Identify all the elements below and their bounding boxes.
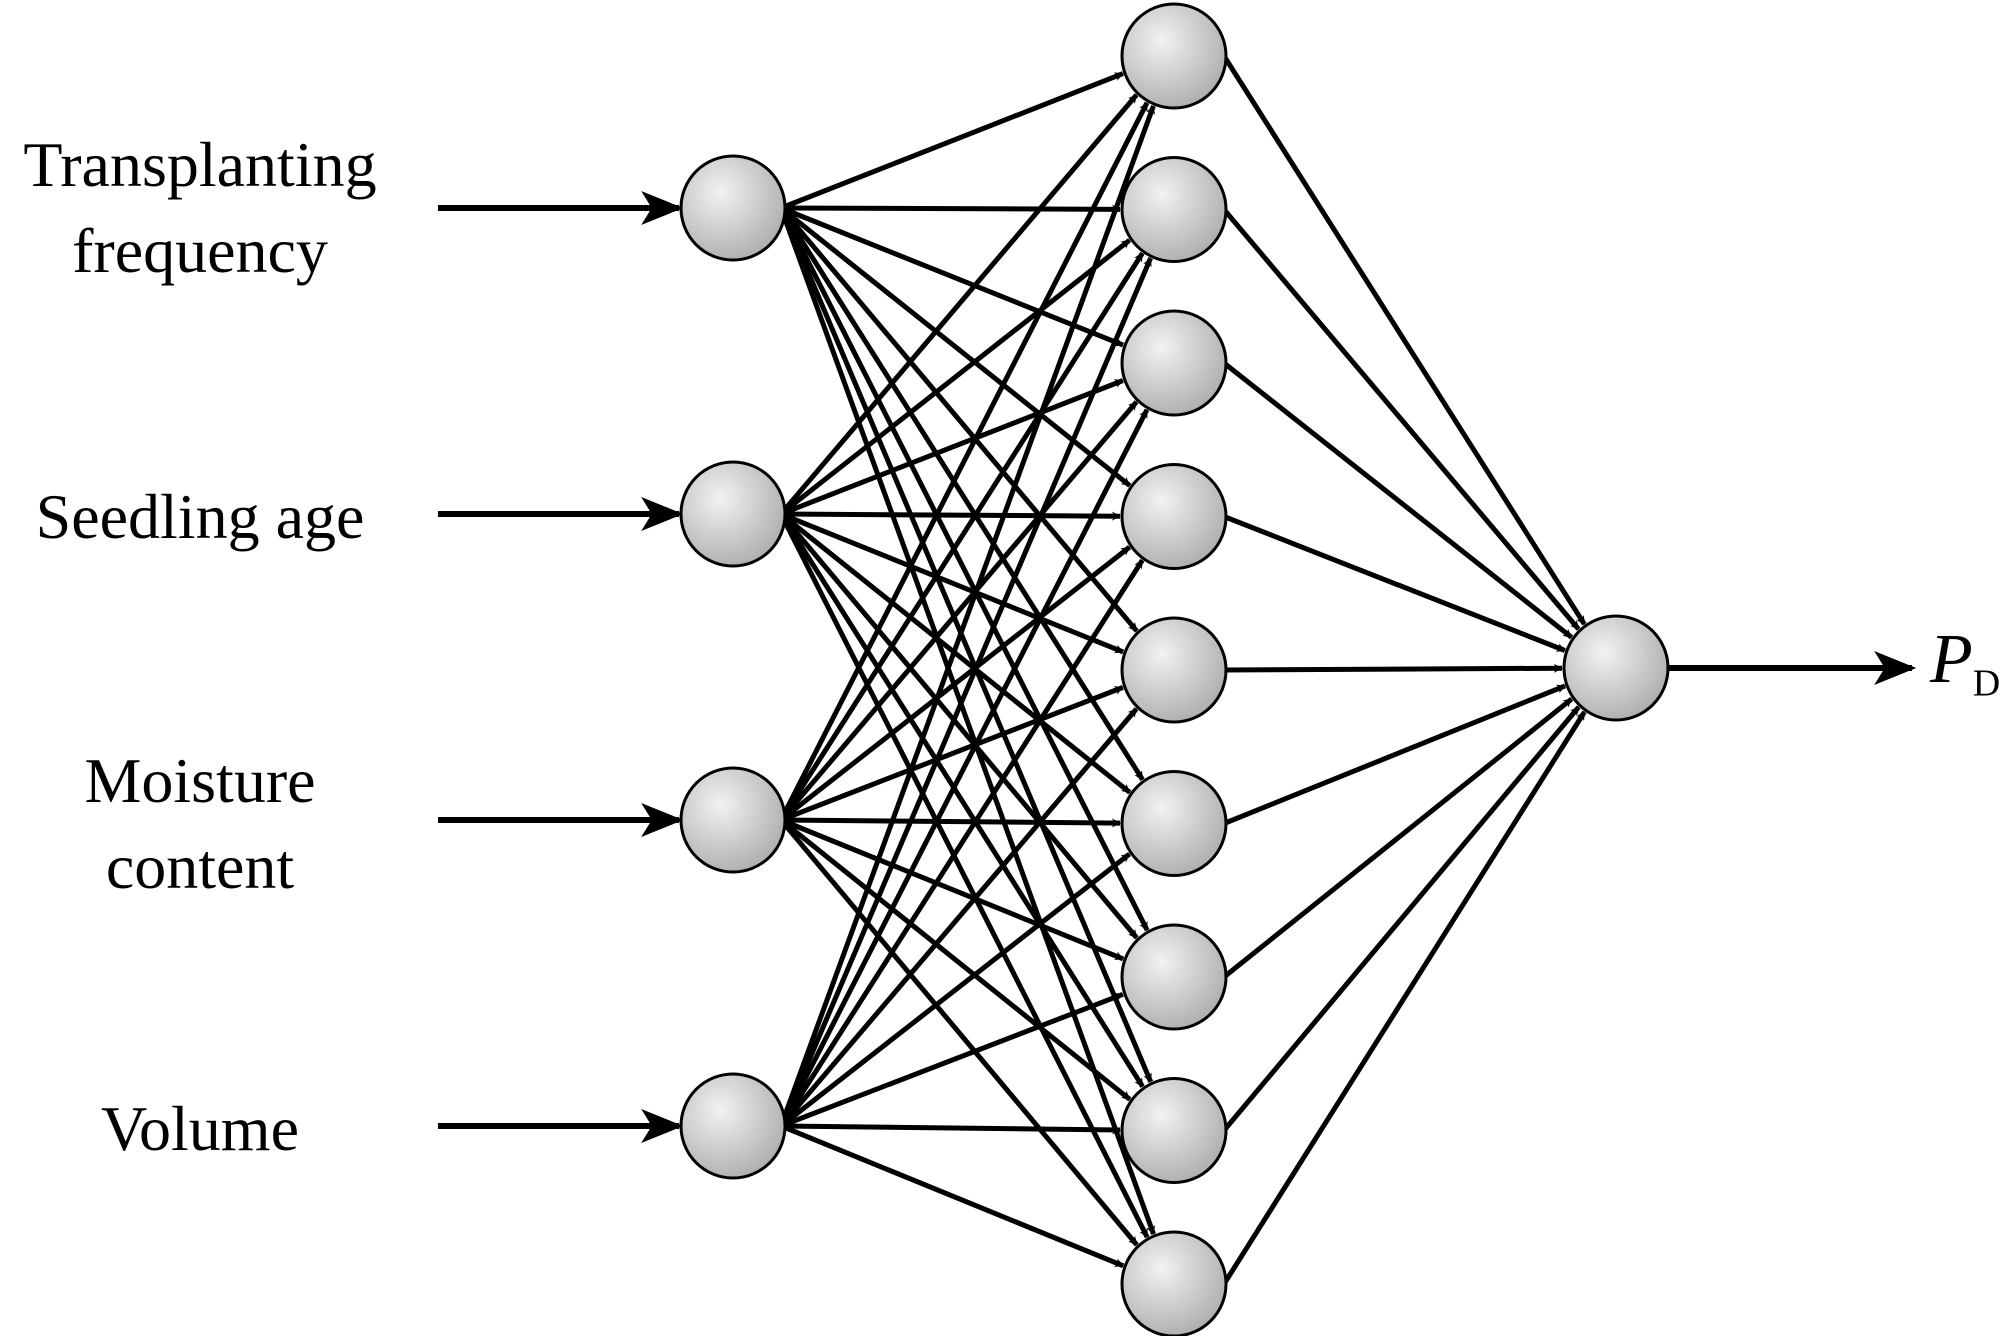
hidden-node-3 [1120, 309, 1228, 417]
edge-in2-hid5 [780, 511, 1125, 655]
edge-in1-hid2 [780, 204, 1121, 214]
hidden-node-4 [1120, 463, 1228, 570]
nodes-layer [679, 2, 1670, 1336]
edge-in2-hid1 [779, 93, 1139, 516]
hidden-node-5 [1120, 616, 1228, 724]
edge-in4-hid6 [779, 852, 1132, 1128]
output-label: PD [1930, 620, 2000, 705]
input-node-1 [679, 154, 787, 262]
input-label-line: Seedling age [35, 481, 365, 552]
edge-in2-hid7 [779, 512, 1139, 940]
output-node [1562, 614, 1670, 722]
edge-in3-hid6 [780, 817, 1121, 828]
output-label-subscript: D [1972, 662, 2001, 705]
edge-in4-hid1 [778, 105, 1156, 1127]
connections-layer [438, 54, 1917, 1286]
edge-in2-hid4 [780, 511, 1121, 521]
edge-in1-hid3 [780, 205, 1124, 348]
hidden-node-1 [1120, 2, 1228, 110]
edge-in4-hid4 [778, 558, 1145, 1128]
edge-in3-hid9 [779, 818, 1139, 1247]
input-label-line: Moisture [84, 745, 316, 816]
edge-in1-hid5 [779, 206, 1139, 633]
edge-hid3-out [1222, 361, 1574, 640]
edge-in2-hid8 [778, 512, 1145, 1088]
edge-in3-hid8 [779, 818, 1132, 1102]
input-label-line: Transplanting [23, 129, 377, 200]
hidden-node-6 [1120, 770, 1228, 877]
edge-in3-hid2 [778, 251, 1145, 822]
input-label-transplanting-frequency: Transplanting frequency [0, 122, 400, 294]
edge-hid7-out [1222, 696, 1574, 979]
edge-hid9-out [1221, 710, 1587, 1286]
edge-in3-hid4 [779, 545, 1132, 822]
edge-hid1-out [1221, 54, 1587, 626]
edge-hid6-out [1223, 683, 1566, 826]
input-node-3 [679, 766, 787, 874]
edge-in4-hid3 [778, 408, 1150, 1128]
edge-hid2-out [1222, 207, 1581, 631]
input-node-4 [679, 1072, 787, 1180]
input-label-line: frequency [72, 215, 328, 286]
input-label-line: content [105, 831, 295, 902]
edge-in3-hid3 [779, 400, 1139, 822]
edge-in1-hid1 [780, 71, 1124, 211]
edge-hid8-out [1222, 705, 1581, 1133]
edge-in1-hid9 [778, 207, 1156, 1235]
edge-in3-hid5 [780, 685, 1124, 823]
edge-in2-hid2 [779, 238, 1132, 516]
output-label-main: P [1930, 621, 1973, 698]
edge-in4-hid8 [780, 1123, 1121, 1135]
edge-in1-hid7 [778, 206, 1150, 932]
input-label-moisture-content: Moisture content [0, 738, 400, 910]
edge-in4-hid7 [780, 991, 1124, 1129]
edge-in4-hid5 [779, 707, 1139, 1128]
hidden-node-8 [1120, 1077, 1228, 1184]
edge-in2-hid3 [780, 378, 1124, 517]
input-node-2 [679, 460, 787, 568]
edge-hid5-out [1223, 663, 1563, 673]
edge-in3-hid7 [780, 817, 1125, 962]
hidden-node-7 [1120, 923, 1228, 1031]
edge-in4-hid9 [780, 1123, 1125, 1269]
edge-in3-hid1 [778, 101, 1150, 822]
edge-in1-hid8 [778, 207, 1154, 1083]
input-label-volume: Volume [0, 1086, 400, 1172]
hidden-node-9 [1120, 1230, 1228, 1336]
edge-in2-hid9 [778, 512, 1150, 1239]
hidden-node-2 [1120, 156, 1228, 263]
edge-in4-hid2 [778, 257, 1153, 1127]
edge-in1-hid6 [778, 206, 1145, 781]
input-label-line: Volume [101, 1093, 299, 1164]
edge-hid4-out [1223, 514, 1566, 653]
input-label-seedling-age: Seedling age [0, 474, 400, 560]
